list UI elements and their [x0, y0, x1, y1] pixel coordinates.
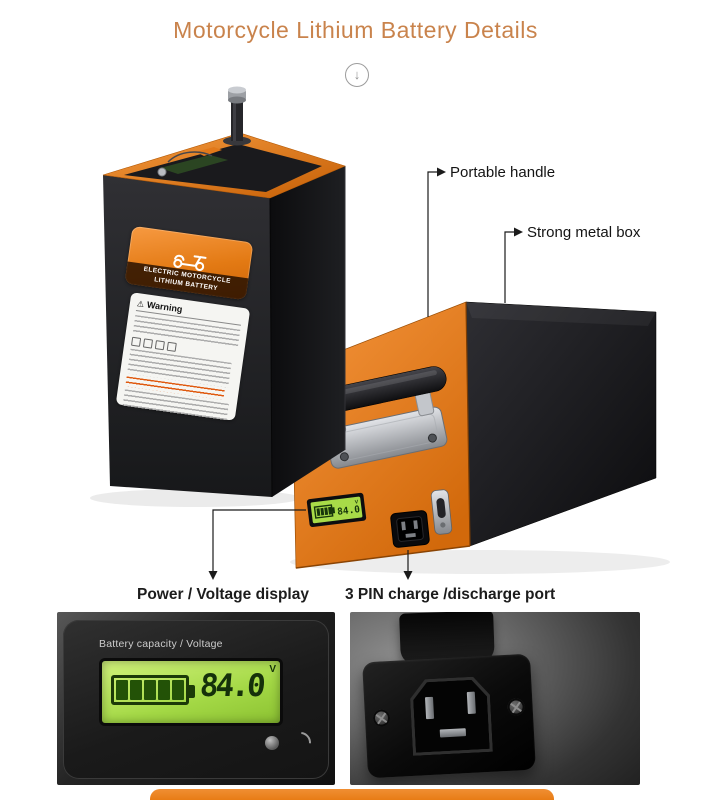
front-lcd-reading: 84.0	[337, 504, 361, 518]
arrow-power-display	[208, 571, 218, 580]
connector-block	[196, 147, 222, 156]
warning-title: Warning	[146, 299, 184, 315]
voltage-display-photo: Battery capacity / Voltage 84.0 V	[57, 612, 335, 785]
lcd-unit: V	[269, 664, 276, 675]
screw-left	[372, 709, 391, 727]
handle-bolt-right	[427, 433, 437, 443]
line-portable-handle	[427, 171, 437, 317]
socket-pin-left	[425, 697, 434, 719]
lcd-screen: 84.0 V	[99, 658, 283, 726]
socket-cavity-bevel	[409, 676, 493, 756]
arrow-portable-handle	[437, 167, 446, 177]
brand-sticker: ELECTRIC MOTORCYCLE LITHIUM BATTERY	[124, 225, 254, 301]
bms-board-area	[124, 144, 322, 192]
terminal-post	[223, 86, 251, 146]
port-pin-left	[401, 521, 406, 531]
label-power-voltage-display: Power / Voltage display	[137, 586, 309, 603]
arrow-pin-port	[403, 571, 413, 580]
front-lcd-unit: V	[355, 499, 360, 505]
metal-box-side-face	[465, 301, 657, 547]
pcb-board	[160, 155, 228, 174]
callout-strong-metal-box: Strong metal box	[527, 224, 641, 241]
line-power-display	[212, 509, 306, 571]
port-cavity	[396, 516, 424, 542]
callout-lines	[212, 171, 514, 571]
horizontal-battery: 84.0 V	[291, 301, 657, 569]
charge-port-photo	[350, 612, 640, 785]
page-title: Motorcycle Lithium Battery Details	[173, 17, 538, 43]
wire	[167, 151, 213, 163]
orange-edge-line	[465, 301, 471, 547]
metal-latch	[430, 489, 453, 535]
front-charge-port	[390, 510, 430, 548]
warning-label: ⚠ Warning	[115, 292, 251, 423]
scooter-icon	[173, 254, 207, 272]
next-section-peek	[150, 789, 554, 800]
warning-triangle-icon: ⚠	[136, 298, 145, 309]
lcd-reading: 84.0	[198, 668, 265, 704]
display-button	[265, 736, 279, 750]
scroll-down-icon: ↓	[345, 63, 369, 87]
screw-right	[507, 698, 526, 716]
callout-arrowheads	[208, 167, 523, 580]
socket-pin-bottom	[440, 728, 466, 737]
power-socket	[362, 653, 536, 779]
decorative-highlight	[285, 727, 316, 758]
callout-portable-handle: Portable handle	[450, 164, 556, 181]
line-strong-metal-box	[504, 231, 514, 303]
terminal-stud	[157, 167, 167, 177]
vertical-side-face	[270, 166, 345, 497]
display-module: Battery capacity / Voltage 84.0 V	[63, 620, 329, 779]
battery-gauge-icon	[313, 504, 334, 519]
port-pin-bottom	[405, 532, 416, 538]
port-pin-right	[413, 520, 419, 530]
orange-bottom-edge	[295, 545, 471, 569]
label-pin-port: 3 PIN charge /discharge port	[345, 586, 556, 603]
socket-cavity	[412, 679, 490, 753]
handle-bolt-left	[339, 452, 349, 462]
front-voltage-lcd: 84.0 V	[306, 492, 367, 527]
battery-gauge-icon	[111, 675, 195, 705]
metal-box-top-sheen	[466, 302, 656, 326]
socket-pin-right	[467, 692, 476, 714]
display-caption: Battery capacity / Voltage	[99, 638, 223, 650]
arrow-strong-metal-box	[514, 227, 523, 237]
